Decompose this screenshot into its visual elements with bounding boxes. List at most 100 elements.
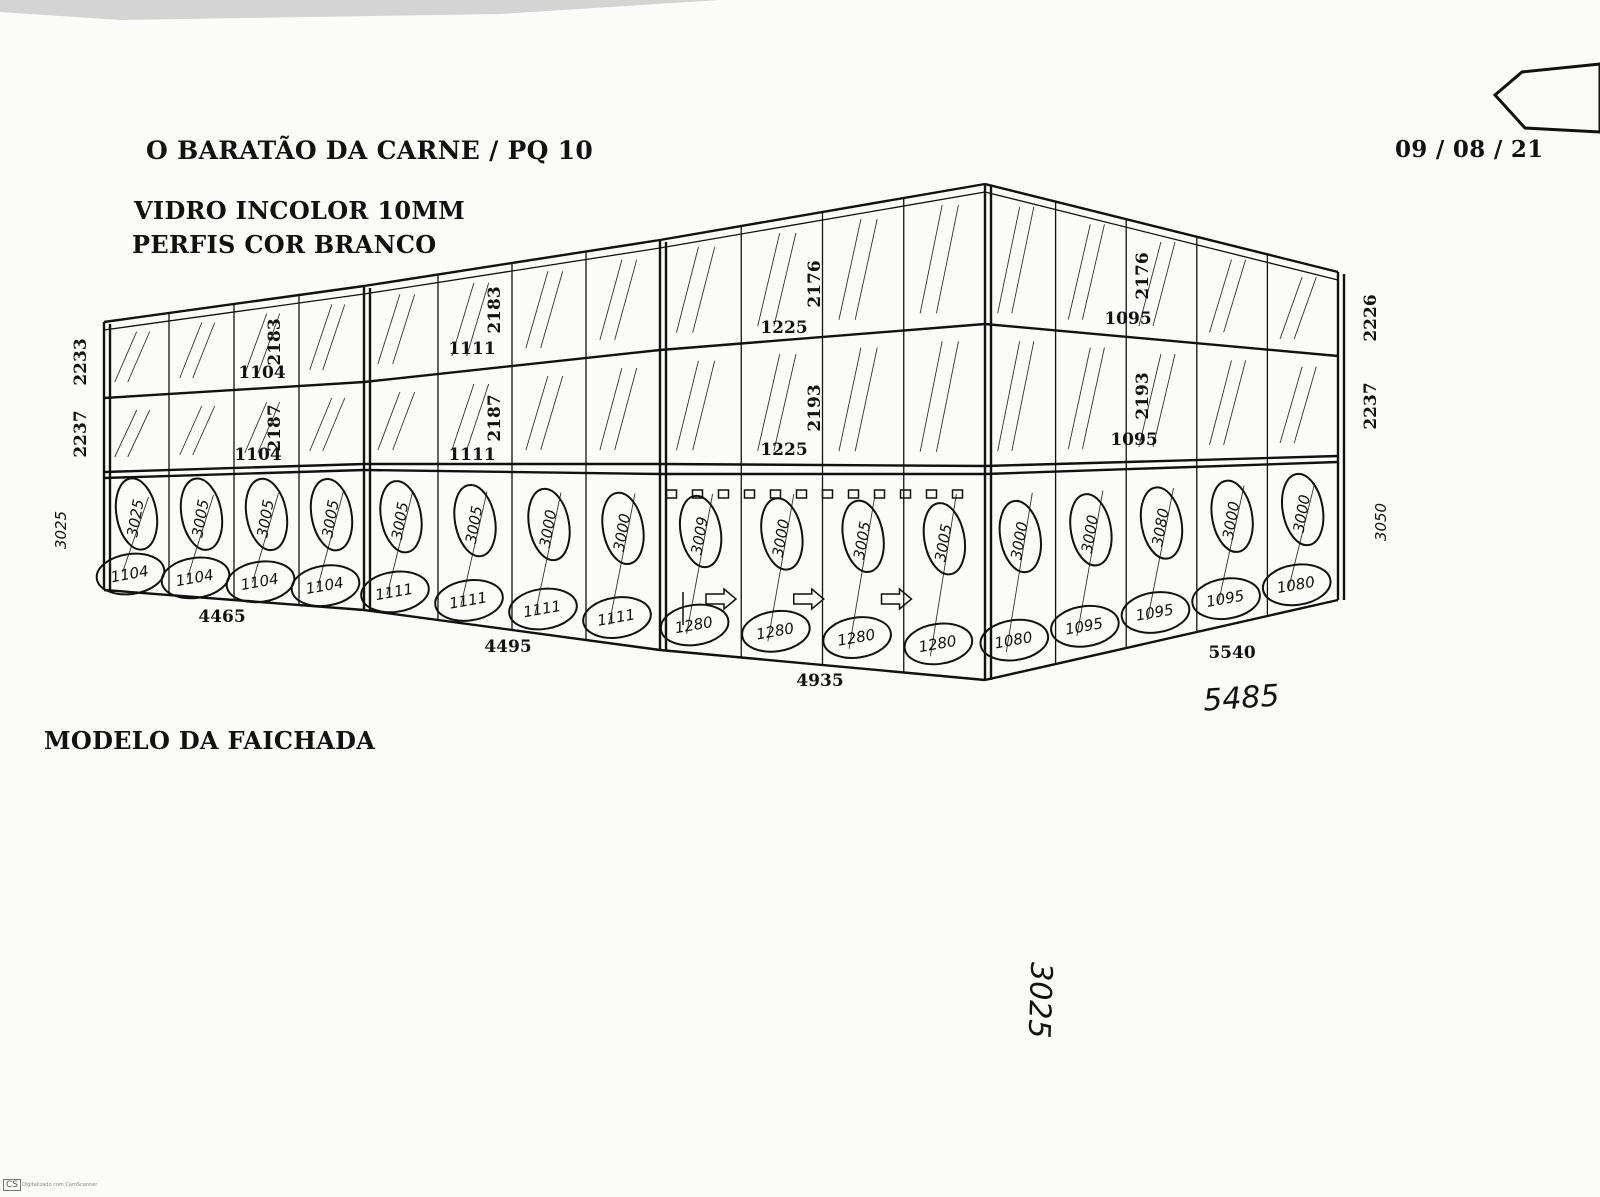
glint-2-0-1-1 (692, 360, 716, 451)
middle-panel-height: 2193 (805, 384, 825, 431)
glint-0-3-1-1 (322, 397, 346, 452)
height-oval (379, 480, 423, 554)
door-details (665, 489, 964, 625)
handwritten-margin-note: 3025 (1021, 962, 1059, 1040)
door-slot-2 (717, 489, 730, 499)
glint-1-0-lower (386, 490, 414, 596)
door-slot-3 (743, 489, 756, 499)
door-arrow-icon (880, 587, 913, 611)
handwritten-width: 1280 (836, 625, 877, 649)
width-oval (903, 622, 974, 666)
section-width-label: 4495 (484, 637, 531, 657)
glass-spec: VIDRO INCOLOR 10MM (134, 196, 466, 225)
glint-3-4-1-1 (1293, 366, 1317, 444)
glint-1-2-1-1 (540, 375, 564, 451)
handwritten-height: 3009 (688, 515, 712, 556)
glint-3-0-0-1 (1011, 206, 1035, 314)
door-slot-9 (899, 489, 912, 499)
glint-1-2-0-1 (540, 271, 564, 349)
glint-0-1-lower (187, 494, 214, 578)
door-slot-6 (821, 489, 834, 499)
dimension-labels: 4465449549355540223322373025222622373050… (52, 252, 1390, 1039)
handwritten-height: 3080 (1148, 507, 1172, 548)
glint-0-2-0-1 (257, 313, 281, 375)
glint-0-0-1-1 (127, 409, 151, 458)
glint-0-3-1-0 (309, 397, 333, 452)
section-3-rail-t (984, 182, 1339, 274)
date-label: 09 / 08 / 21 (1395, 136, 1544, 163)
glint-2-2-0-1 (854, 218, 878, 320)
handwritten-width: 1280 (755, 619, 796, 643)
glint-2-0-lower (686, 493, 714, 634)
left-height-label: 2233 (71, 338, 91, 385)
handwritten-width: 1111 (522, 597, 563, 621)
handwritten-height: 3005 (318, 498, 342, 539)
glint-2-1-0-0 (757, 232, 781, 327)
upper-panel-width: 1104 (238, 363, 285, 383)
glint-3-0-lower (1005, 492, 1033, 653)
glint-3-1-0-0 (1067, 224, 1091, 320)
height-oval (527, 487, 571, 562)
height-oval (179, 477, 224, 551)
width-oval (1050, 604, 1120, 648)
height-oval (922, 502, 967, 576)
glint-1-2-0-0 (525, 271, 549, 349)
glint-3-4-lower (1288, 483, 1316, 589)
width-oval (741, 609, 811, 653)
glint-1-1-0-0 (451, 282, 475, 357)
height-oval (1210, 479, 1254, 553)
glint-3-4-0-1 (1293, 277, 1317, 339)
glint-2-3-lower (929, 493, 957, 657)
handwritten-width: 1095 (1064, 614, 1105, 638)
section-3-rail-b1 (984, 322, 1339, 358)
upper-panel-height: 2183 (265, 318, 285, 365)
height-oval (1139, 486, 1184, 560)
height-oval (1069, 493, 1113, 567)
glint-1-0-0-1 (392, 294, 416, 365)
middle-panel-height: 2187 (485, 394, 505, 441)
door-slot-0 (665, 489, 678, 499)
glint-3-1-1-1 (1081, 347, 1105, 450)
handwritten-height: 3000 (1290, 493, 1314, 534)
width-oval (160, 556, 231, 600)
handwritten-height: 3025 (123, 498, 147, 539)
handwritten-total: 5485 (1202, 678, 1281, 718)
glint-0-2-1-0 (244, 401, 268, 454)
handwritten-width: 1095 (1134, 600, 1175, 624)
glint-3-1-1-0 (1067, 347, 1091, 450)
glint-2-1-1-0 (757, 354, 781, 451)
page-title: O BARATÃO DA CARNE / PQ 10 (146, 136, 594, 165)
handwritten-height: 3000 (1007, 520, 1031, 561)
middle-panel-width: 1104 (234, 445, 281, 465)
glint-3-0-0-0 (997, 206, 1021, 314)
glint-3-1-lower (1076, 490, 1104, 637)
glint-0-1-0-1 (192, 322, 216, 379)
glint-0-0-1-0 (114, 409, 138, 458)
door-slot-4 (769, 489, 782, 499)
glint-1-2-lower (534, 492, 562, 616)
glint-3-2-0-0 (1138, 241, 1162, 327)
height-oval (1281, 472, 1325, 547)
glint-3-2-lower (1147, 487, 1174, 621)
glint-2-2-0-0 (838, 218, 862, 320)
glint-1-0-0-0 (377, 294, 401, 365)
glint-3-3-1-0 (1209, 360, 1232, 446)
width-oval (1261, 563, 1332, 607)
height-oval (998, 499, 1042, 574)
profile-spec: PERFIS COR BRANCO (132, 230, 437, 259)
glint-1-3-0-1 (614, 259, 638, 341)
door-slot-10 (925, 489, 938, 499)
left-height-label: 3025 (52, 511, 70, 549)
height-oval (309, 478, 354, 552)
glint-0-1-1-1 (192, 405, 216, 456)
glint-3-4-1-0 (1279, 366, 1303, 444)
width-oval (582, 596, 652, 639)
scanner-text: Digitalizado com CamScanner (22, 1182, 98, 1188)
scanner-logo: CS (3, 1179, 21, 1191)
handwritten-width: 1080 (993, 628, 1034, 652)
section-width-label: 4935 (796, 671, 843, 691)
handwritten-height: 3000 (1219, 500, 1243, 541)
handwritten-width: 1104 (304, 574, 345, 598)
glint-2-2-1-0 (838, 347, 862, 452)
height-oval (453, 483, 497, 558)
